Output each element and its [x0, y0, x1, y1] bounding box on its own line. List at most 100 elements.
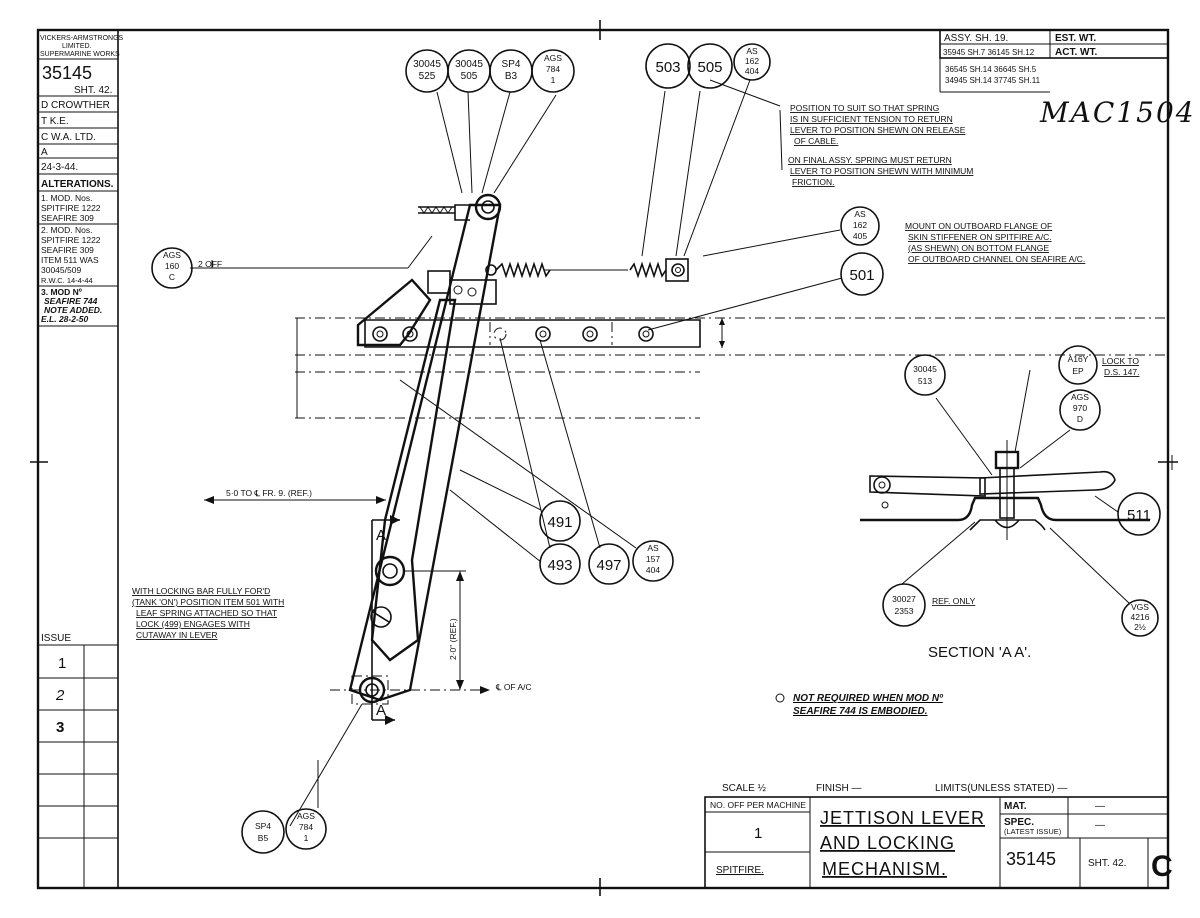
svg-text:D.S. 147.: D.S. 147. [1104, 367, 1139, 377]
callout-ags-784-bottom: AGS 784 1 [285, 808, 327, 850]
svg-text:2353: 2353 [895, 606, 914, 616]
title-block: SCALE ½ FINISH — LIMITS(UNLESS STATED) —… [704, 783, 1173, 889]
svg-text:B3: B3 [505, 71, 518, 82]
svg-text:D: D [1077, 414, 1083, 424]
svg-text:404: 404 [646, 565, 660, 575]
callout-sp4-b3: SP4 B3 [489, 49, 533, 93]
svg-text:30027: 30027 [892, 594, 916, 604]
title-line-2: AND LOCKING [820, 833, 955, 853]
issue-3: 3 [56, 719, 64, 736]
svg-text:501: 501 [849, 267, 874, 284]
svg-text:VGS: VGS [1131, 602, 1149, 612]
left-title-panel: VICKERS-ARMSTRONGS LIMITED. SUPERMARINE … [37, 29, 124, 889]
callout-30027-2353: 30027 2353 [882, 583, 926, 627]
svg-text:POSITION TO SUIT SO THAT SPRIN: POSITION TO SUIT SO THAT SPRING [790, 103, 939, 113]
svg-text:OF OUTBOARD CHANNEL ON SEAFIRE: OF OUTBOARD CHANNEL ON SEAFIRE A/C. [908, 254, 1085, 264]
svg-text:AS: AS [746, 46, 758, 56]
svg-text:SEAFIRE 744 IS EMBODIED.: SEAFIRE 744 IS EMBODIED. [793, 706, 927, 717]
assy-row-2: 36545 SH.14 36645 SH.5 [945, 65, 1037, 74]
svg-text:505: 505 [697, 59, 722, 76]
spec-sub: (LATEST ISSUE) [1004, 827, 1062, 836]
svg-text:WITH LOCKING BAR FULLY FOR'D: WITH LOCKING BAR FULLY FOR'D [132, 586, 270, 596]
svg-text:(TANK 'ON') POSITION ITEM 501: (TANK 'ON') POSITION ITEM 501 WITH [132, 597, 284, 607]
svg-text:SP4: SP4 [255, 821, 271, 831]
svg-text:AGS: AGS [1071, 392, 1089, 402]
svg-text:784: 784 [299, 822, 313, 832]
svg-text:(AS SHEWN) ON BOTTOM FLANGE: (AS SHEWN) ON BOTTOM FLANGE [908, 243, 1049, 253]
svg-text:525: 525 [419, 71, 436, 82]
callout-a16y-ep: A16Y EP [1058, 345, 1098, 385]
locking-bar-note: WITH LOCKING BAR FULLY FOR'D (TANK 'ON')… [132, 586, 284, 640]
issue-2: 2 [55, 687, 65, 704]
alteration-line: SPITFIRE 1222 [41, 235, 101, 245]
scale-label: SCALE ½ [722, 783, 767, 794]
traced-by: T K.E. [41, 116, 69, 127]
assembly-reference-table: ASSY. SH. 19. EST. WT. ACT. WT. 35945 SH… [939, 29, 1196, 129]
alteration-line: ITEM 511 WAS [41, 255, 99, 265]
issue-title: ISSUE [41, 633, 71, 644]
svg-text:511: 511 [1127, 507, 1151, 524]
bottom-drawing-no: 35145 [1006, 849, 1056, 869]
callout-ags-784-top: AGS 784 1 [531, 49, 575, 93]
callout-511: 511 [1117, 492, 1161, 536]
alteration-line: NOTE ADDED. [44, 305, 102, 315]
svg-text:AGS: AGS [297, 811, 315, 821]
section-aa-drawing [860, 440, 1150, 540]
svg-text:LEAF SPRING ATTACHED SO THAT: LEAF SPRING ATTACHED SO THAT [136, 608, 277, 618]
company-line-1: VICKERS-ARMSTRONGS [40, 35, 124, 42]
dimension-2-0: 2·0" (REF.) [448, 618, 458, 660]
callout-491: 491 [539, 500, 581, 542]
company-line-3: SUPERMARINE WORKS [40, 51, 120, 58]
svg-text:405: 405 [853, 231, 867, 241]
alteration-line: SEAFIRE 744 [44, 296, 98, 306]
leader-lines [190, 79, 1131, 827]
title-line-3: MECHANISM. [822, 859, 947, 879]
svg-text:162: 162 [745, 56, 759, 66]
drawn-by: D CROWTHER [41, 100, 110, 111]
centreline-ac: ℄ OF A/C [495, 682, 532, 692]
alteration-line: SPITFIRE 1222 [41, 203, 101, 213]
svg-text:513: 513 [918, 376, 932, 386]
alteration-line: R.W.C. 14-4-44 [41, 276, 93, 285]
svg-text:A16Y: A16Y [1068, 354, 1089, 364]
alteration-line: SEAFIRE 309 [41, 213, 94, 223]
svg-text:784: 784 [546, 64, 560, 74]
svg-text:2½: 2½ [1134, 622, 1146, 632]
svg-text:AGS: AGS [544, 53, 562, 63]
title-line-1: JETTISON LEVER [820, 808, 985, 828]
lock-note: LOCK TO D.S. 147. [1102, 356, 1139, 377]
alteration-line: 3. MOD Nº [41, 287, 82, 297]
alterations-title: ALTERATIONS. [41, 179, 114, 190]
callout-503: 503 [645, 43, 691, 89]
svg-text:NOT REQUIRED WHEN MOD Nº: NOT REQUIRED WHEN MOD Nº [793, 693, 944, 704]
callout-30045-513: 30045 513 [904, 354, 946, 396]
alteration-line: 2. MOD. Nos. [41, 225, 92, 235]
callout-ags-970-d: AGS 970 D [1059, 389, 1101, 431]
mod-note: NOT REQUIRED WHEN MOD Nº SEAFIRE 744 IS … [793, 693, 944, 717]
svg-text:404: 404 [745, 66, 759, 76]
svg-text:162: 162 [853, 220, 867, 230]
corner-letter: C [1151, 850, 1173, 883]
svg-text:ON FINAL ASSY. SPRING MUST RET: ON FINAL ASSY. SPRING MUST RETURN [788, 155, 952, 165]
svg-text:C: C [169, 272, 175, 282]
callout-as-162-405: AS 162 405 [840, 206, 880, 246]
alteration-line: E.L. 28-2-50 [41, 314, 89, 324]
svg-text:157: 157 [646, 554, 660, 564]
svg-text:OF CABLE.: OF CABLE. [794, 136, 838, 146]
spec-label: SPEC. [1004, 817, 1034, 828]
assy-row-1: 35945 SH.7 36145 SH.12 [943, 48, 1035, 57]
handwritten-reference: MAC1504 [1039, 96, 1196, 129]
mat-value: — [1095, 801, 1105, 812]
svg-text:497: 497 [596, 557, 621, 574]
svg-text:EP: EP [1072, 366, 1084, 376]
svg-text:SP4: SP4 [502, 59, 521, 70]
svg-text:30045: 30045 [913, 364, 937, 374]
mat-label: MAT. [1004, 801, 1027, 812]
spec-value: — [1095, 820, 1105, 831]
left-drawing-no: 35145 [42, 63, 92, 83]
svg-text:160: 160 [165, 261, 179, 271]
svg-text:AS: AS [647, 543, 659, 553]
section-mark-top: A [376, 527, 386, 544]
svg-text:4216: 4216 [1131, 612, 1150, 622]
